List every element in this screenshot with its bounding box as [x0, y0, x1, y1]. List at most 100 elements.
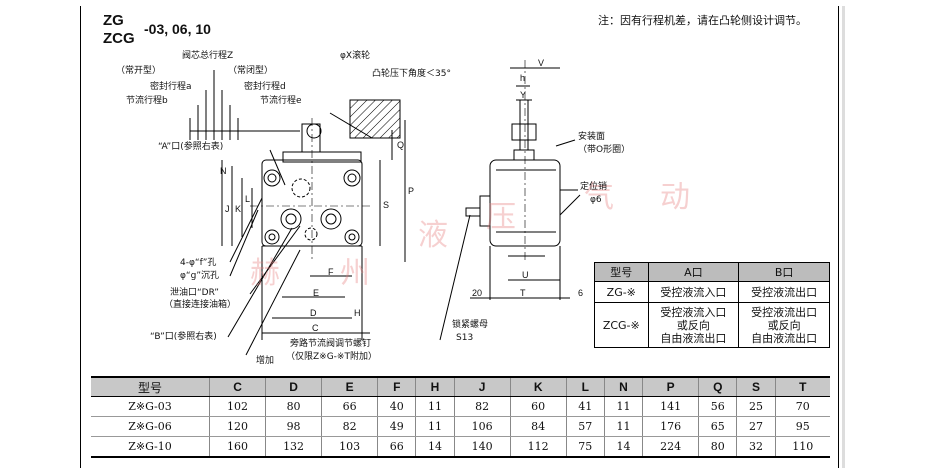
dims-cell-D: 132: [265, 436, 322, 458]
port-cell-line: 自由液流出口: [660, 331, 727, 345]
dims-cell-C: 120: [208, 416, 266, 437]
dims-cell-T: 70: [774, 396, 830, 417]
dim-E: E: [313, 288, 320, 298]
dim-J: J: [225, 204, 230, 214]
title-zg: ZG: [103, 12, 124, 29]
label-locating-pin-size: φ6: [590, 195, 602, 205]
dim-P: P: [408, 186, 415, 196]
dims-cell-H: 14: [415, 436, 455, 458]
port-table-header-a: A口: [647, 262, 740, 282]
dims-cell-H: 11: [415, 416, 455, 437]
dims-cell-N: 11: [603, 396, 643, 417]
dims-header-F: F: [377, 376, 416, 397]
watermark-1: 赫: [250, 256, 280, 291]
label-seal-d: 密封行程d: [244, 82, 286, 92]
label-normally-closed: （常闭型）: [228, 66, 274, 76]
dims-cell-S: 27: [736, 416, 776, 437]
dim-h: h: [520, 73, 526, 83]
dims-cell-model: Z※G-06: [91, 416, 210, 437]
dims-cell-F: 66: [377, 436, 416, 458]
label-holes-f: 4-φ“f”孔: [180, 258, 217, 268]
label-locating-pin: 定位销: [580, 182, 608, 192]
dims-cell-P: 224: [642, 436, 699, 458]
port-function-table: 型号 A口 B口 ZG-※ 受控液流入口 受控液流出口 ZCG-※ 受控液流入口…: [594, 262, 830, 348]
dims-cell-C: 102: [208, 396, 266, 417]
dim-S: S: [383, 200, 390, 210]
label-cam-angle: 凸轮压下角度＜35°: [372, 69, 451, 79]
port-cell-b: 受控液流出口 或反向 自由液流出口: [738, 302, 830, 348]
dims-cell-P: 176: [642, 416, 699, 437]
label-increase: 增加: [256, 356, 275, 366]
dims-cell-model: Z※G-03: [91, 396, 210, 417]
label-drain-note: （直接连接油箱）: [164, 300, 237, 310]
dims-cell-L: 41: [565, 396, 605, 417]
dims-cell-H: 11: [415, 396, 455, 417]
dim-20: 20: [472, 288, 483, 298]
design-note: 注：因有行程机差，请在凸轮侧设计调节。: [598, 14, 807, 27]
dims-cell-K: 112: [509, 436, 567, 458]
dims-cell-S: 32: [736, 436, 776, 458]
watermark-6: 动: [660, 180, 690, 215]
dims-header-T: T: [774, 376, 830, 397]
port-cell-a: 受控液流入口 或反向 自由液流出口: [647, 302, 740, 348]
label-lock-nut-size: S13: [456, 333, 474, 343]
port-cell-model: ZCG-※: [594, 302, 649, 348]
label-bypass-screw: 旁路节流阀调节螺钉: [290, 339, 372, 349]
dims-cell-E: 103: [321, 436, 378, 458]
label-counterbore-g: φ“g”沉孔: [180, 271, 219, 281]
dims-cell-N: 14: [603, 436, 643, 458]
dims-cell-K: 60: [509, 396, 567, 417]
label-roller: φX滚轮: [340, 51, 371, 61]
port-cell-line: 或反向: [767, 318, 801, 332]
label-spool-stroke: 阀芯总行程Z: [182, 51, 234, 61]
port-cell-line: 自由液流出口: [751, 331, 818, 345]
dim-F: F: [328, 267, 334, 277]
sheet-edge: [842, 6, 845, 468]
dims-cell-Q: 65: [698, 416, 737, 437]
dims-cell-P: 141: [642, 396, 699, 417]
dims-cell-T: 110: [774, 436, 830, 458]
dims-header-C: C: [208, 376, 266, 397]
dims-cell-F: 49: [377, 416, 416, 437]
dim-C: C: [312, 323, 319, 333]
dims-cell-model: Z※G-10: [91, 436, 210, 458]
dim-Y: Y: [520, 90, 527, 100]
dims-cell-L: 57: [565, 416, 605, 437]
dims-cell-F: 40: [377, 396, 416, 417]
dims-header-S: S: [736, 376, 776, 397]
label-port-b: “B”口(参照右表): [150, 332, 217, 342]
dims-cell-S: 25: [736, 396, 776, 417]
dim-D: D: [310, 308, 317, 318]
label-mount-face-note: （带O形圈）: [578, 145, 631, 155]
dims-cell-T: 95: [774, 416, 830, 437]
title-models: -03, 06, 10: [144, 21, 211, 37]
dim-V: V: [538, 58, 545, 68]
dims-cell-J: 82: [453, 396, 511, 417]
watermark-2: 州: [340, 256, 370, 291]
dims-header-P: P: [642, 376, 699, 397]
watermark-3: 液: [418, 218, 448, 253]
dim-T: T: [520, 288, 526, 298]
dims-header-J: J: [453, 376, 511, 397]
dims-header-E: E: [321, 376, 378, 397]
dims-header-model: 型号: [91, 376, 210, 397]
dims-header-N: N: [603, 376, 643, 397]
dims-cell-E: 66: [321, 396, 378, 417]
port-cell-a: 受控液流入口: [647, 281, 740, 303]
port-table-header-model: 型号: [594, 262, 649, 282]
dims-header-Q: Q: [698, 376, 737, 397]
dims-cell-D: 80: [265, 396, 322, 417]
label-seal-a: 密封行程a: [150, 82, 192, 92]
title-zcg: ZCG: [103, 30, 135, 47]
port-cell-model: ZG-※: [594, 281, 649, 303]
dim-U: U: [522, 270, 529, 280]
dims-header-D: D: [265, 376, 322, 397]
dims-header-K: K: [509, 376, 567, 397]
dim-K: K: [235, 204, 242, 214]
label-throttle-e: 节流行程e: [260, 96, 302, 106]
dims-cell-C: 160: [208, 436, 266, 458]
